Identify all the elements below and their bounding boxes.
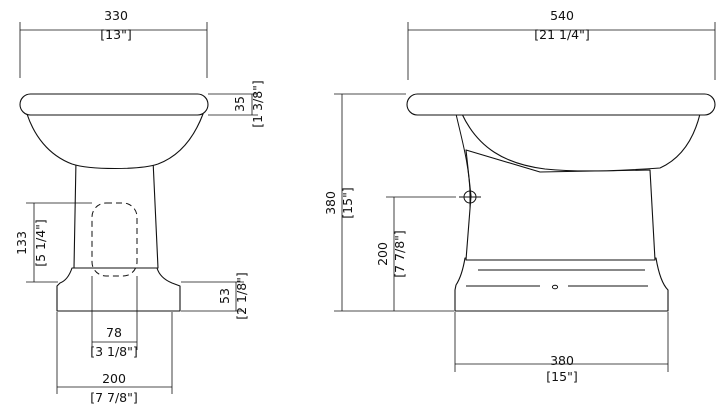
side-dimensions: 540 [21 1/4"] 380 [15"] 200 [7 7/8"] 380… [323,8,716,384]
side-base-hole [551,284,559,290]
front-outlet-mm: 133 [14,231,29,255]
front-width-mm: 330 [104,8,128,23]
front-width-in: [13"] [100,27,131,42]
front-base-w-mm: 200 [102,371,126,386]
front-hidden-outlet [91,202,138,277]
side-pedestal [465,149,656,261]
front-rim [19,93,209,116]
side-bowl [461,113,701,172]
side-height-mm: 380 [323,191,338,215]
front-outlet-w-mm: 78 [106,325,122,340]
side-outlet-mm: 200 [375,242,390,266]
outlet-center-marker [459,186,481,208]
front-pedestal [73,159,159,269]
side-length-mm: 540 [550,8,574,23]
side-outlet-in: [7 7/8"] [392,230,407,278]
front-rim-in: [1 3/8"] [250,80,265,128]
side-rim [406,93,716,116]
side-length-in: [21 1/4"] [534,27,590,42]
side-base [454,257,669,312]
side-height-in: [15"] [340,187,355,218]
front-base-mm: 53 [217,288,232,304]
front-bowl [26,113,204,170]
side-view [406,93,716,312]
front-base [56,267,181,312]
front-base-w-in: [7 7/8"] [90,390,138,405]
front-dimensions: 330 [13"] 35 [1 3/8"] 133 [5 1/4"] 53 [2… [14,8,265,405]
front-base-in: [2 1/8"] [234,272,249,320]
side-base-l-mm: 380 [550,353,574,368]
front-view [19,93,209,312]
front-outlet-in: [5 1/4"] [33,219,48,267]
side-base-l-in: [15"] [546,369,577,384]
front-rim-mm: 35 [232,96,247,112]
front-outlet-w-in: [3 1/8"] [90,344,138,359]
